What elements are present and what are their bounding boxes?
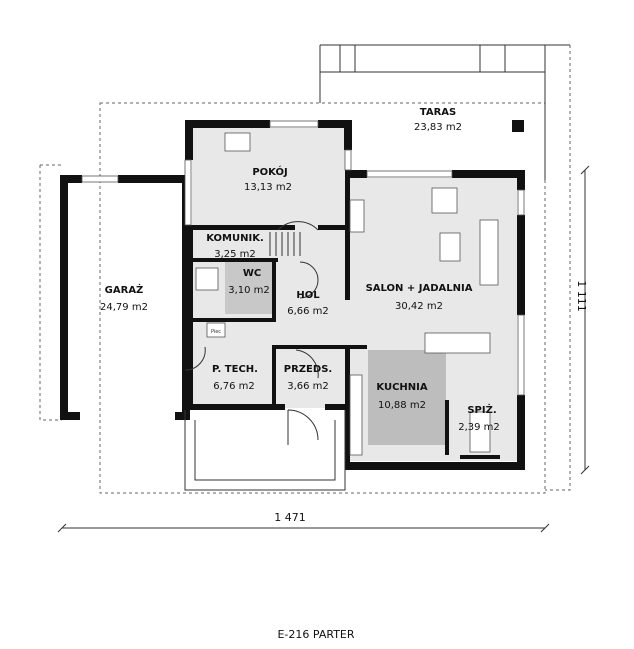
kitchen-counter [349, 374, 363, 456]
room-area-garaz: 24,79 m2 [100, 302, 148, 313]
room-area-komunik: 3,25 m2 [214, 249, 256, 260]
shower [195, 267, 219, 291]
room-name-garaz: GARAŻ [105, 282, 144, 296]
pantry-shelf [469, 411, 491, 453]
fireplace [349, 199, 365, 233]
dimension-width: 1 471 [57, 511, 550, 533]
kitchen-floor [368, 350, 446, 445]
terrace-column [512, 120, 524, 132]
room-name-kuchnia: KUCHNIA [376, 382, 427, 393]
furniture [184, 120, 524, 456]
room-area-taras: 23,83 m2 [414, 122, 462, 133]
dimension-depth: 1 111 [575, 165, 590, 475]
armchair [431, 187, 458, 214]
room-area-przeds: 3,66 m2 [287, 381, 329, 392]
dimension-width-label: 1 471 [274, 511, 306, 524]
room-name-przeds: PRZEDS. [284, 364, 332, 375]
coffee-table [439, 232, 461, 262]
room-area-wc: 3,10 m2 [228, 285, 270, 296]
room-name-spiz: SPIŻ. [467, 402, 496, 416]
room-area-salon: 30,42 m2 [395, 301, 443, 312]
walls [60, 120, 525, 470]
room-area-hol: 6,66 m2 [287, 306, 329, 317]
room-labels: TARAS 23,83 m2 POKÓJ 13,13 m2 KOMUNIK. 3… [100, 107, 500, 433]
room-name-ptech: P. TECH. [212, 364, 258, 375]
boiler [206, 322, 226, 338]
dining-table [424, 332, 491, 354]
room-name-taras: TARAS [420, 107, 456, 118]
stairs [269, 232, 301, 256]
room-name-salon: SALON + JADALNIA [366, 283, 473, 294]
room-name-wc: WC [243, 268, 261, 279]
wc-floor [225, 262, 273, 314]
boiler-label: Piec [211, 329, 221, 335]
room-area-pokoj: 13,13 m2 [244, 182, 292, 193]
room-area-ptech: 6,76 m2 [213, 381, 255, 392]
room-name-hol: HOL [296, 290, 320, 301]
room-area-kuchnia: 10,88 m2 [378, 400, 426, 411]
desk [224, 132, 251, 152]
room-name-komunik: KOMUNIK. [206, 233, 264, 244]
porch [184, 409, 346, 491]
room-name-pokoj: POKÓJ [252, 165, 287, 178]
sofa [479, 219, 499, 286]
room-area-spiz: 2,39 m2 [458, 422, 500, 433]
plan-title: E-216 PARTER [277, 628, 354, 641]
dimension-depth-label: 1 111 [575, 280, 588, 312]
windows [81, 120, 525, 396]
terrace-outline [39, 44, 571, 494]
